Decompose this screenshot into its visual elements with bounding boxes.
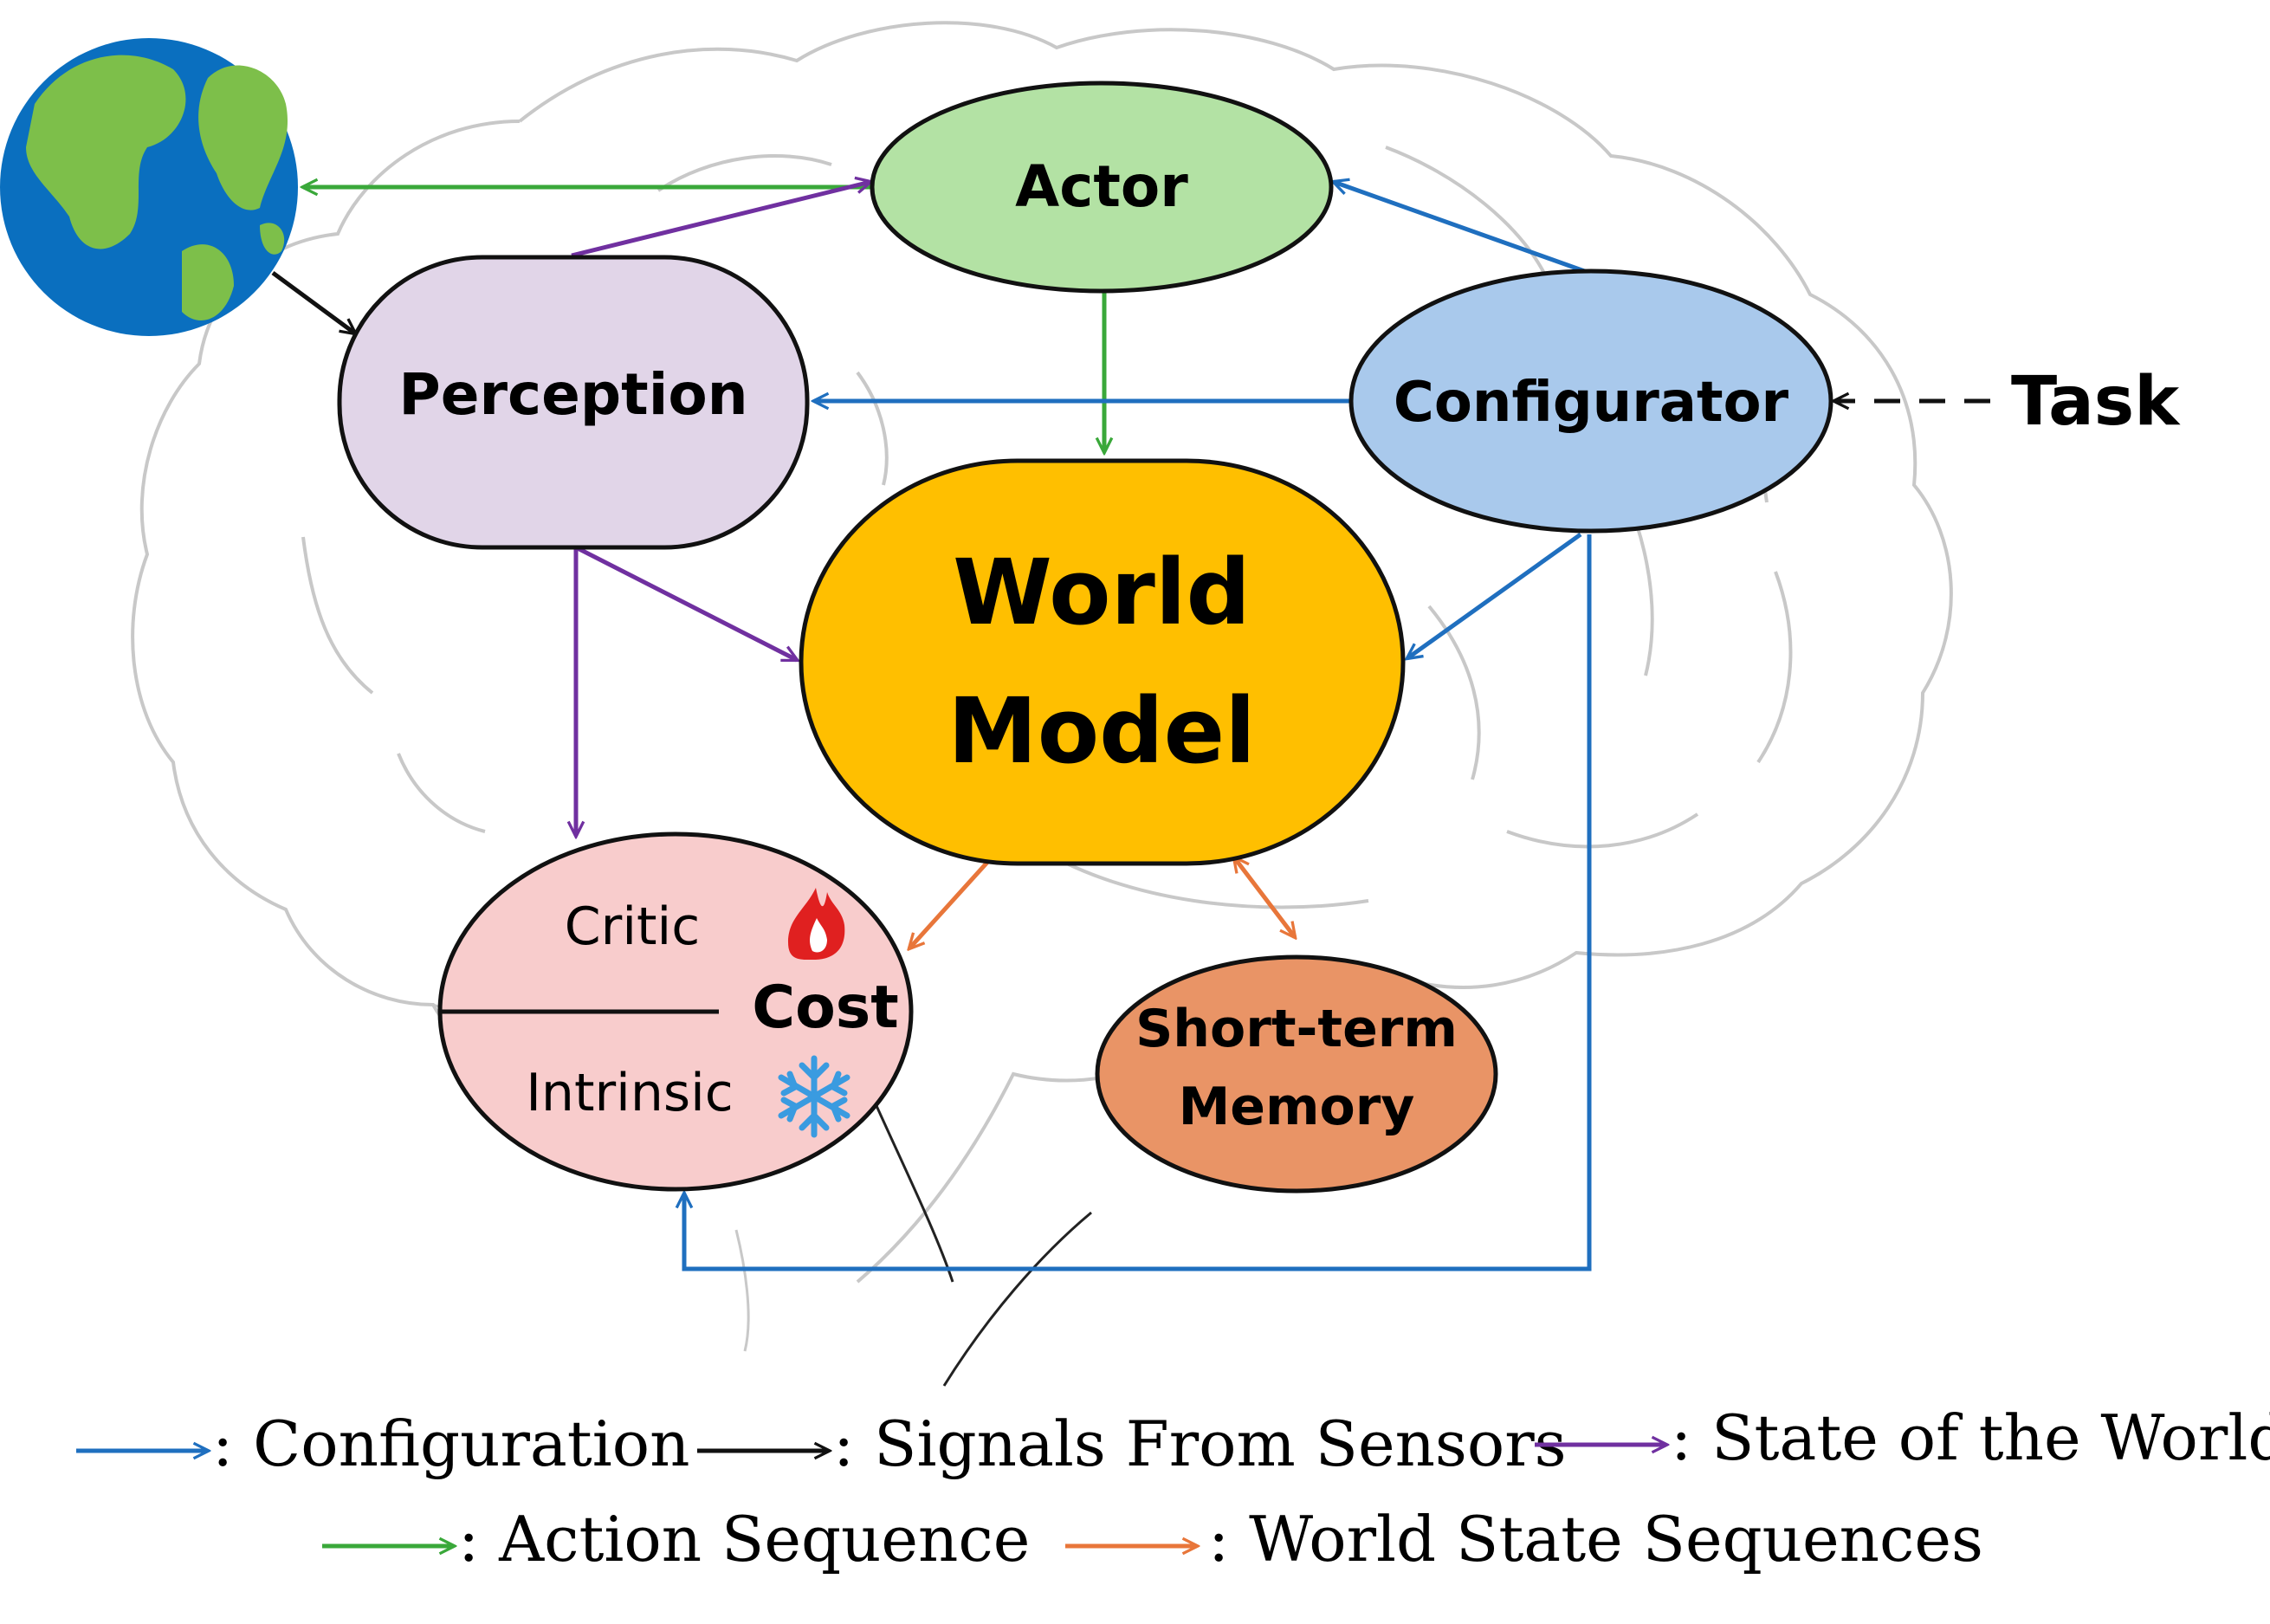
world-model-label-line1: World: [953, 540, 1251, 645]
arrow-earth-to-perception: [271, 270, 355, 333]
node-world-model: World Model: [799, 458, 1406, 866]
legend-configuration: : Configuration: [76, 1407, 689, 1480]
snowflake-icon: [778, 1055, 850, 1138]
legend-signals-label: : Signals From Sensors: [833, 1407, 1567, 1480]
legend-state-label: : State of the World: [1671, 1401, 2270, 1474]
actor-label: Actor: [1015, 153, 1188, 220]
earth-globe-icon: [0, 38, 298, 336]
arrow-perception-to-world-model: [574, 545, 797, 663]
arrow-world-model-to-cost: [909, 856, 993, 948]
cost-label: Cost: [752, 974, 899, 1042]
arrows: [271, 182, 1990, 1271]
legend-world-state: : World State Sequences: [1065, 1503, 1983, 1575]
node-memory: Short-term Memory: [1095, 954, 1498, 1194]
node-perception: Perception: [337, 255, 810, 550]
legend-configuration-label: : Configuration: [212, 1407, 689, 1480]
arrow-perception-to-actor: [571, 182, 870, 258]
memory-label-line1: Short-term: [1135, 999, 1458, 1059]
critic-label: Critic: [565, 896, 700, 957]
perception-label: Perception: [398, 361, 747, 428]
arrow-configurator-to-actor: [1334, 182, 1590, 275]
fire-icon: [788, 888, 845, 961]
legend-world-state-label: : World State Sequences: [1208, 1503, 1983, 1575]
legend-state: : State of the World: [1535, 1401, 2270, 1474]
arrow-configurator-to-world-model: [1407, 532, 1582, 658]
legend-action-label: : Action Sequence: [458, 1503, 1030, 1575]
intrinsic-label: Intrinsic: [526, 1063, 734, 1123]
configurator-label: Configurator: [1394, 371, 1789, 435]
legend-action: : Action Sequence: [322, 1503, 1030, 1575]
task-label: Task: [2011, 363, 2181, 441]
world-model-label-line2: Model: [947, 678, 1256, 784]
arrow-configurator-to-cost: [684, 534, 1592, 1271]
node-configurator: Configurator: [1348, 269, 1833, 534]
legend: : Configuration : Signals From Sensors :…: [76, 1401, 2270, 1575]
arrow-world-model-memory: [1234, 857, 1295, 937]
node-actor: Actor: [870, 81, 1334, 294]
node-cost: Critic Cost Intrinsic: [437, 831, 914, 1192]
memory-label-line2: Memory: [1179, 1077, 1415, 1137]
legend-signals: : Signals From Sensors: [697, 1407, 1567, 1480]
